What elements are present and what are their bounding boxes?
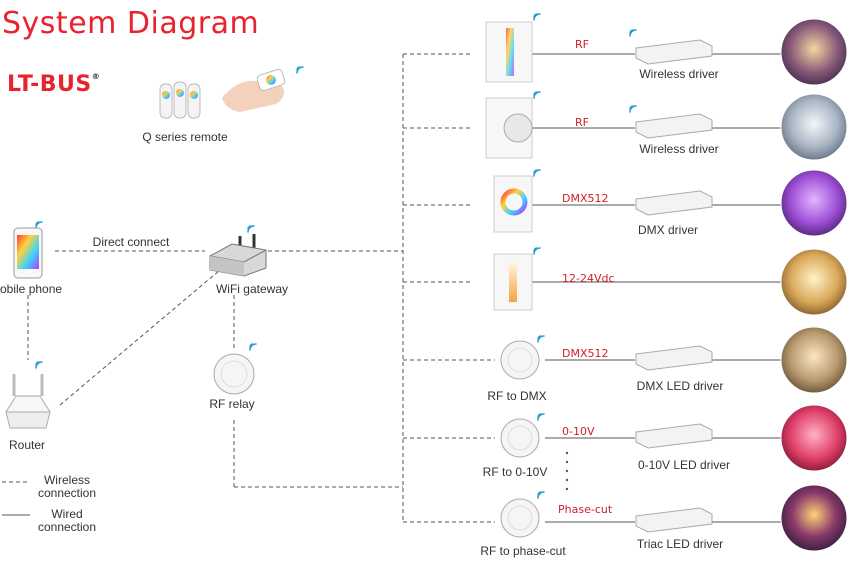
router-label: Router — [8, 438, 46, 452]
wifi-gateway-icon — [209, 234, 267, 277]
wifi-gateway-label: WiFi gateway — [215, 282, 289, 296]
device-label-row-6: RF to 0-10V — [482, 465, 548, 479]
wifi-icon — [35, 361, 43, 369]
remote-label: Q series remote — [142, 130, 228, 144]
brand-logo: LT-BUS® — [7, 72, 100, 97]
signal-label-row-5: DMX512 — [562, 347, 609, 360]
wifi-icon — [533, 13, 541, 21]
wifi-icon — [296, 66, 304, 74]
driver-label-row-2: Wireless driver — [639, 142, 719, 156]
legend-wireless: Wireless connection — [37, 473, 97, 500]
driver-label-row-1: Wireless driver — [639, 67, 719, 81]
rf-to-0-10v-icon — [500, 418, 540, 458]
page-title: System Diagram — [2, 6, 260, 41]
wifi-icon — [35, 221, 43, 229]
wifi-icon — [629, 105, 637, 113]
signal-label-row-1: RF — [575, 38, 589, 51]
mobile-phone-icon — [13, 227, 43, 279]
wifi-icon — [537, 491, 545, 499]
room-photo — [780, 18, 848, 552]
wifi-icon — [533, 169, 541, 177]
rf-relay-label: RF relay — [209, 397, 255, 411]
driver-label-row-6: 0-10V LED driver — [637, 458, 731, 472]
router-icon — [5, 374, 51, 429]
signal-label-row-7: Phase-cut — [558, 503, 613, 516]
signal-label-row-3: DMX512 — [562, 192, 609, 205]
wall-panel-rf-2 — [485, 97, 533, 159]
wall-panel-dc — [493, 253, 533, 311]
wifi-icon — [533, 91, 541, 99]
rf-to-dmx-icon — [500, 340, 540, 380]
wifi-icon — [533, 247, 541, 255]
brand-mark: ® — [91, 72, 101, 81]
direct-connect-label: Direct connect — [92, 235, 170, 249]
signal-label-row-2: RF — [575, 116, 589, 129]
signal-label-row-4: 12-24Vdc — [562, 272, 615, 285]
driver-label-row-3: DMX driver — [637, 223, 699, 237]
wifi-icon — [537, 335, 545, 343]
legend-wired: Wired connection — [37, 507, 97, 534]
device-label-row-7: RF to phase-cut — [480, 544, 566, 558]
remote-icon — [159, 68, 286, 119]
mobile-phone-label: obile phone — [0, 282, 63, 296]
driver-icon — [635, 39, 713, 533]
wifi-icon — [629, 29, 637, 37]
wifi-icon — [249, 343, 257, 351]
wifi-icon — [247, 225, 255, 233]
rf-relay-icon — [213, 353, 255, 395]
driver-label-row-5: DMX LED driver — [636, 379, 724, 393]
brand-name: LT-BUS — [7, 72, 92, 97]
device-label-row-5: RF to DMX — [487, 389, 547, 403]
rf-to-phase-cut-icon — [500, 498, 540, 538]
driver-label-row-7: Triac LED driver — [636, 537, 724, 551]
wall-panel-dmx — [493, 175, 533, 233]
wifi-icon — [537, 413, 545, 421]
wall-panel-rf-1 — [485, 21, 533, 83]
signal-label-row-6: 0-10V — [562, 425, 595, 438]
